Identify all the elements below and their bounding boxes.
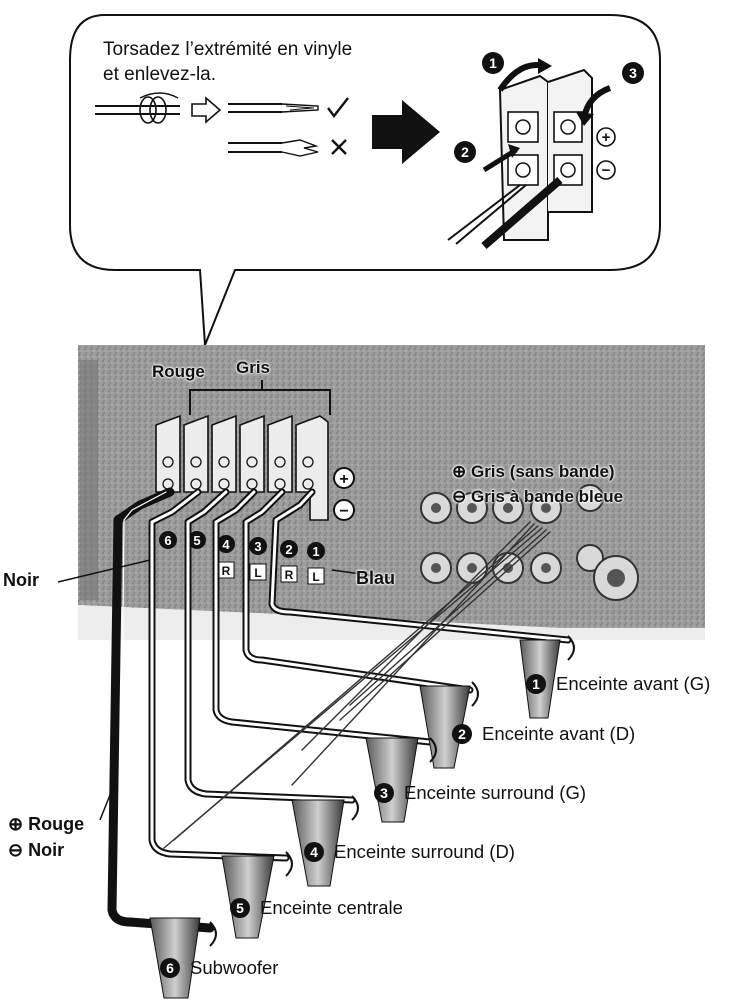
rouge-leader-line [99, 789, 113, 821]
speaker-badge-3: 3 [374, 783, 394, 803]
terminal-number-3: 3 [249, 537, 267, 555]
speaker-label-6: Subwoofer [190, 957, 279, 978]
speaker-label-2: Enceinte avant (D) [482, 723, 636, 744]
channel-letter-l-front: L [307, 567, 325, 585]
speaker-badge-1: 1 [526, 674, 546, 694]
svg-text:3: 3 [254, 539, 261, 554]
speaker-cables [107, 487, 572, 933]
label-noir: Noir [3, 570, 39, 590]
speaker-5-cone [221, 851, 293, 939]
speaker-badge-5: 5 [230, 898, 250, 918]
label-noir-minus: ⊖ Noir [8, 840, 65, 860]
label-rouge-plus: ⊕ Rouge [8, 814, 85, 834]
svg-text:2: 2 [461, 144, 469, 160]
svg-text:L: L [312, 570, 319, 584]
svg-text:3: 3 [380, 785, 388, 801]
bracket-label-gris: Gris [236, 358, 271, 377]
speaker-6-cone [149, 917, 217, 999]
svg-text:1: 1 [532, 676, 540, 692]
svg-text:5: 5 [193, 533, 200, 548]
panel-minus-symbol: − [333, 499, 355, 521]
legend-minus-gris-bleue: ⊖ Gris à bande bleue [452, 487, 624, 506]
svg-text:1: 1 [312, 544, 319, 559]
channel-letter-r-front: R [280, 565, 298, 583]
speaker-2-cone [419, 681, 479, 769]
svg-text:6: 6 [166, 960, 174, 976]
svg-text:4: 4 [310, 844, 318, 860]
legend-plus-gris: ⊕ Gris (sans bande) [452, 462, 615, 481]
noir-leader-line [57, 559, 151, 583]
speaker-label-3: Enceinte surround (G) [404, 782, 587, 803]
channel-letter-l-surround: L [249, 563, 267, 581]
svg-text:+: + [602, 129, 611, 146]
svg-text:−: − [602, 162, 611, 179]
blau-leader-line [331, 569, 391, 579]
speaker-badge-2: 2 [452, 724, 472, 744]
speaker-3-cone [365, 737, 437, 823]
terminal-number-2: 2 [280, 540, 298, 558]
panel-plus-symbol: + [333, 467, 355, 489]
svg-text:1: 1 [489, 55, 497, 71]
speaker-label-5: Enceinte centrale [260, 897, 403, 918]
svg-text:R: R [222, 564, 231, 578]
speaker-badge-6: 6 [160, 958, 180, 978]
svg-text:5: 5 [236, 900, 244, 916]
speaker-label-4: Enceinte surround (D) [334, 841, 515, 862]
callout-minus-symbol: − [596, 160, 616, 180]
callout-instruction-line-2: et enlevez-la. [103, 64, 217, 85]
svg-text:−: − [339, 503, 348, 520]
speaker-label-1: Enceinte avant (G) [556, 673, 711, 694]
svg-text:6: 6 [164, 533, 171, 548]
svg-text:3: 3 [629, 65, 637, 81]
channel-letter-r-surround: R [217, 561, 235, 579]
twist-wire-illustration [95, 92, 349, 157]
terminal-number-6: 6 [159, 531, 177, 549]
terminal-number-4: 4 [217, 535, 235, 553]
terminal-number-1: 1 [307, 542, 325, 560]
terminal-number-5: 5 [188, 531, 206, 549]
svg-text:4: 4 [222, 537, 230, 552]
svg-text:+: + [339, 471, 348, 488]
speaker-badge-4: 4 [304, 842, 324, 862]
step-3-badge: 3 [622, 62, 644, 84]
svg-text:R: R [285, 568, 294, 582]
label-blau: Blau [356, 568, 396, 588]
big-arrow [372, 100, 440, 164]
terminal-block [155, 414, 329, 521]
step-1-badge: 1 [482, 52, 504, 74]
bracket-label-rouge: Rouge [152, 362, 205, 381]
callout-instruction-line-1: Torsadez l’extrémité en vinyle [103, 39, 353, 60]
svg-text:2: 2 [458, 726, 466, 742]
svg-text:2: 2 [285, 542, 292, 557]
svg-text:L: L [254, 566, 261, 580]
callout-plus-symbol: + [596, 127, 616, 147]
terminal-clip-illustration [447, 58, 612, 250]
color-bracket [189, 380, 331, 415]
step-2-badge: 2 [454, 141, 476, 163]
